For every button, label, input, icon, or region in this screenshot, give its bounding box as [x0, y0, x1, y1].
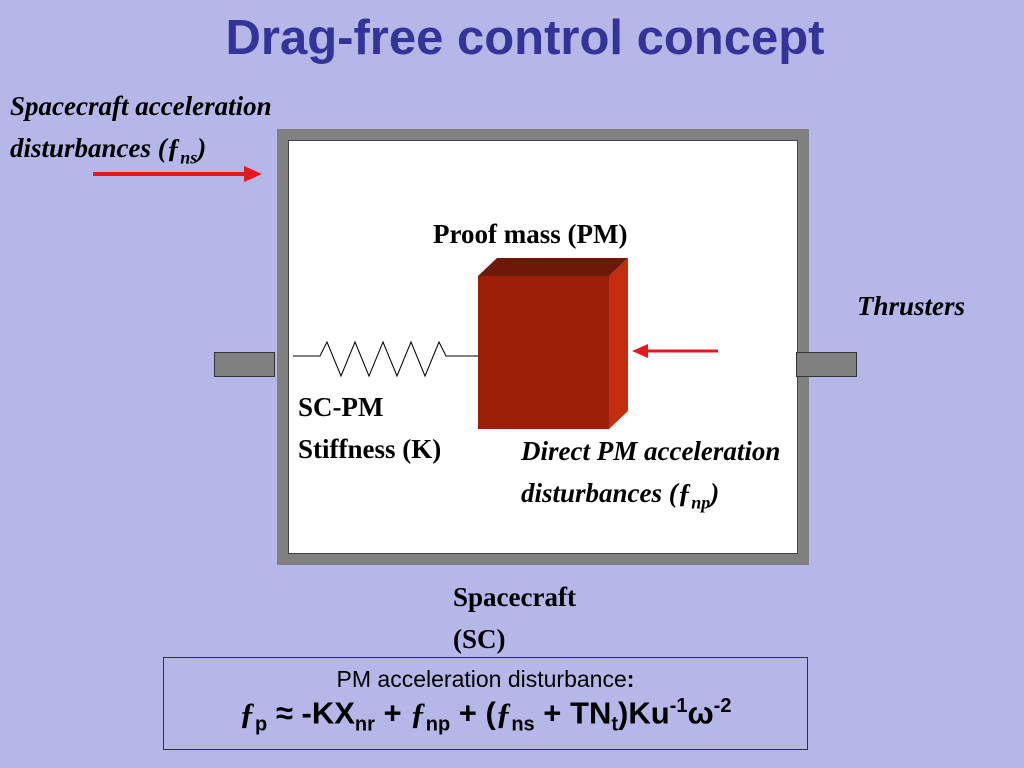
spacecraft-body: [277, 129, 809, 565]
f-symbol: ƒ: [410, 695, 426, 731]
sc-disturbance-line2: disturbances (ƒns): [10, 127, 272, 178]
right-thruster: [796, 352, 857, 377]
sc-disturbance-arrow: [93, 166, 262, 182]
formula-ku-term: )Ku: [618, 695, 670, 731]
formula-tn-term: + TN: [534, 695, 612, 731]
f-symbol: ƒ: [677, 478, 692, 508]
formula-sub-p: p: [255, 713, 268, 736]
f-symbol: ƒ: [239, 695, 256, 731]
sc-disturbance-subscript: ns: [180, 147, 198, 168]
pm-disturbance-line2: disturbances (ƒnp): [521, 472, 780, 523]
pm-disturbance-subscript: np: [691, 492, 711, 513]
pm-disturbance-label: Direct PM acceleration disturbances (ƒnp…: [521, 430, 780, 523]
sc-disturbance-suffix: ): [197, 133, 207, 163]
pm-disturbance-arrow: [632, 344, 718, 358]
formula-sup-m1: -1: [669, 695, 688, 717]
sc-disturbance-line1: Spacecraft acceleration: [10, 91, 272, 121]
spring: [293, 340, 480, 378]
formula-caption-text: PM acceleration disturbance: [336, 666, 627, 692]
spacecraft-line1: Spacecraft: [453, 582, 576, 612]
formula-plus-paren: + (: [450, 695, 496, 731]
formula-caption: PM acceleration disturbance:: [164, 666, 807, 693]
formula-sub-np: np: [425, 713, 451, 736]
pm-disturbance-suffix: ): [710, 478, 720, 508]
f-symbol: ƒ: [495, 695, 512, 731]
sc-disturbance-prefix: disturbances (: [10, 133, 167, 163]
spacecraft-body-inner: [288, 140, 798, 554]
formula-box: PM acceleration disturbance: ƒp ≈ -KXnr …: [163, 657, 808, 750]
spacecraft-label: Spacecraft (SC): [453, 576, 576, 660]
formula-sub-t: t: [611, 713, 619, 736]
formula-sup-m2: -2: [713, 695, 732, 717]
stiffness-line1: SC-PM: [298, 392, 384, 422]
formula-approx-term: ≈ -KX: [267, 695, 355, 731]
formula-plus: +: [374, 695, 411, 731]
proof-mass-cube: [478, 258, 628, 429]
f-symbol: ƒ: [166, 133, 181, 163]
page-title: Drag-free control concept: [225, 11, 825, 65]
spacecraft-line2: (SC): [453, 624, 506, 654]
thrusters-label: Thrusters: [857, 291, 966, 321]
stiffness-label: SC-PM Stiffness (K): [298, 386, 441, 470]
sc-disturbance-label: Spacecraft acceleration disturbances (ƒn…: [10, 85, 272, 178]
stiffness-line2: Stiffness (K): [298, 434, 442, 464]
left-thruster: [214, 352, 275, 377]
omega-symbol: ω: [687, 695, 714, 731]
formula-sub-nr: nr: [354, 713, 375, 736]
formula-caption-colon: :: [626, 666, 635, 692]
pm-disturbance-prefix: disturbances (: [521, 478, 678, 508]
formula-sub-ns: ns: [511, 713, 535, 736]
proof-mass-label: Proof mass (PM): [433, 219, 628, 249]
pm-disturbance-line1: Direct PM acceleration: [521, 436, 781, 466]
formula-equation: ƒp ≈ -KXnr + ƒnp + (ƒns + TNt)Ku-1ω-2: [164, 695, 807, 737]
